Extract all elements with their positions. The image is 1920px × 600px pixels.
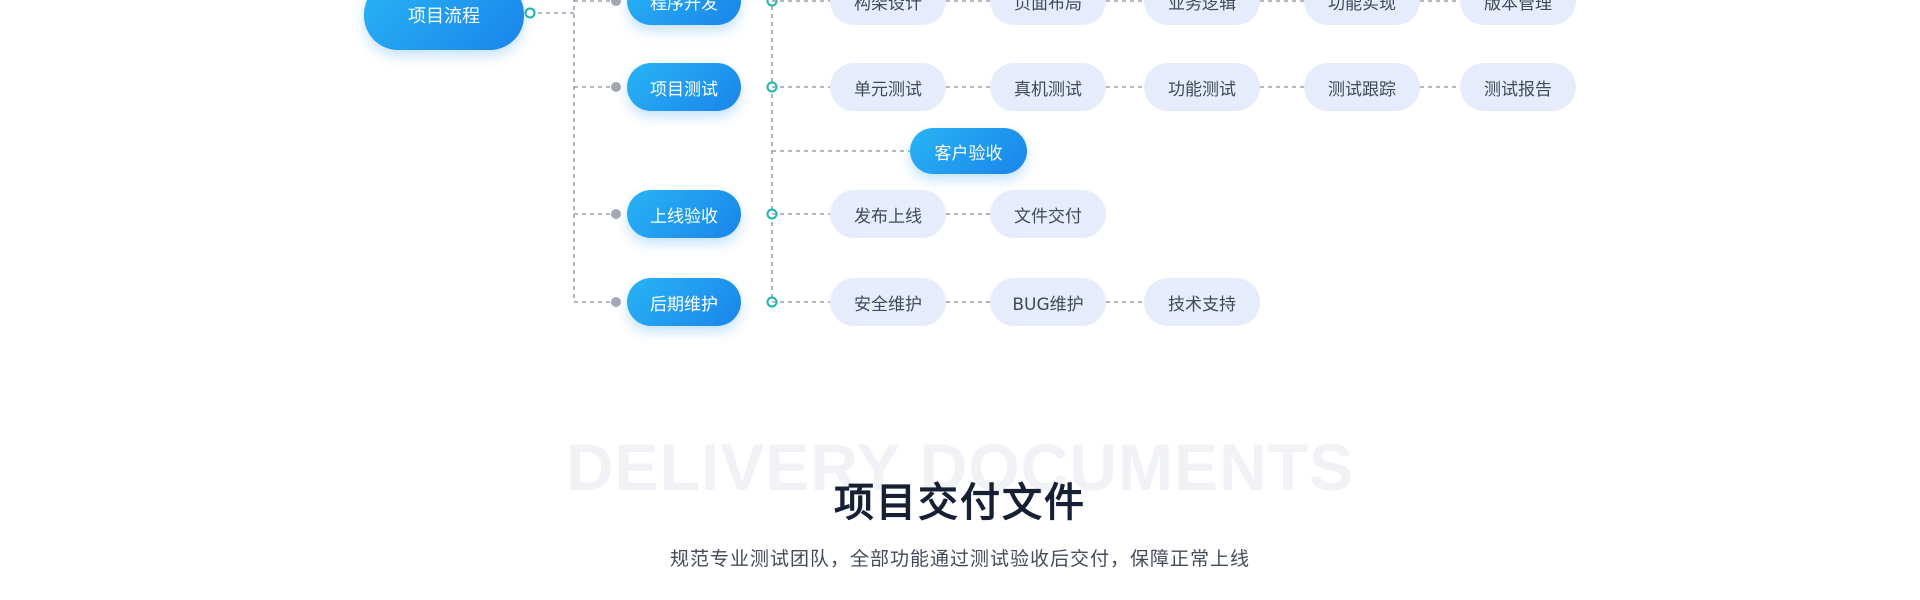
step-version-management: 版本管理 [1460, 0, 1576, 25]
stage-development: 程序开发 [627, 0, 741, 25]
step-bug-maintenance: BUG维护 [990, 278, 1106, 326]
stage-input-dot-development [611, 0, 621, 6]
step-security-maintenance: 安全维护 [830, 278, 946, 326]
step-architecture-design: 构架设计 [830, 0, 946, 25]
section-title: 项目交付文件 [834, 480, 1086, 526]
step-document-delivery: 文件交付 [990, 190, 1106, 238]
step-business-logic: 业务逻辑 [1144, 0, 1260, 25]
step-device-test: 真机测试 [990, 63, 1106, 111]
customer-acceptance-node: 客户验收 [910, 128, 1027, 174]
step-test-report: 测试报告 [1460, 63, 1576, 111]
section-watermark: DELIVERY DOCUMENTS [565, 430, 1355, 504]
step-function-test: 功能测试 [1144, 63, 1260, 111]
stage-input-dot-testing [611, 82, 621, 92]
step-page-layout: 页面布局 [990, 0, 1106, 25]
stage-maintenance: 后期维护 [627, 278, 741, 326]
root-node: 项目流程 [364, 0, 524, 50]
step-test-tracking: 测试跟踪 [1304, 63, 1420, 111]
step-feature-implementation: 功能实现 [1304, 0, 1420, 25]
stage-input-dot-maintenance [611, 297, 621, 307]
step-tech-support: 技术支持 [1144, 278, 1260, 326]
stage-input-dot-launch [611, 209, 621, 219]
stage-testing: 项目测试 [627, 63, 741, 111]
root-output-dot [524, 7, 536, 19]
step-unit-test: 单元测试 [830, 63, 946, 111]
stage-launch-acceptance: 上线验收 [627, 190, 741, 238]
step-release-online: 发布上线 [830, 190, 946, 238]
section-subtitle: 规范专业测试团队，全部功能通过测试验收后交付，保障正常上线 [669, 548, 1250, 570]
